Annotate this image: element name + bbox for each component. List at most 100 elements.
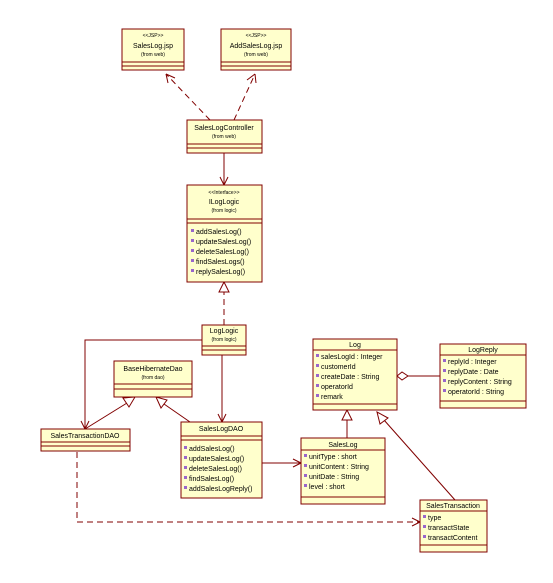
- stereotype-label: <<JSP>>: [246, 33, 267, 39]
- method: deleteSalesLog(): [189, 466, 242, 473]
- attribute: operatorId : String: [448, 389, 504, 396]
- attribute: createDate : String: [321, 374, 379, 381]
- class-basehibernatedao[interactable]: BaseHibernateDao (from dao): [113, 360, 193, 398]
- method: updateSalesLog(): [189, 456, 244, 463]
- class-name: AddSalesLog.jsp: [230, 43, 283, 50]
- class-name: ILogLogic: [209, 199, 240, 206]
- attribute: salesLogId : Integer: [321, 354, 383, 361]
- class-logreply[interactable]: LogReply replyId : Integer replyDate : D…: [439, 343, 527, 409]
- attribute: type: [428, 515, 441, 522]
- edge-saleslog-extends-log: [341, 408, 353, 438]
- class-name: Log: [349, 342, 361, 349]
- attribute-icon: [304, 464, 307, 467]
- method: addSalesLogReply(): [189, 486, 252, 493]
- attribute: customerId: [321, 364, 356, 371]
- class-iloglogic[interactable]: <<Interface>> ILogLogic (from logic) add…: [186, 184, 263, 283]
- attribute: operatorId: [321, 384, 353, 391]
- attribute-list: unitType : short unitContent : String un…: [304, 454, 369, 491]
- class-salestransaction[interactable]: SalesTransaction type transactState tran…: [419, 499, 488, 553]
- method-icon: [191, 229, 194, 232]
- attribute-icon: [443, 379, 446, 382]
- edge-controller-to-iloglogic: [219, 153, 229, 186]
- class-saleslog[interactable]: SalesLog unitType : short unitContent : …: [300, 437, 386, 505]
- stereotype-label: <<JSP>>: [143, 33, 164, 39]
- attribute: replyId : Integer: [448, 359, 497, 366]
- class-name: SalesLog: [328, 442, 357, 449]
- attribute: level : short: [309, 484, 345, 491]
- package-label: (from logic): [211, 208, 236, 214]
- edge-controller-to-saleslog-jsp: [165, 73, 211, 121]
- method-list: addSalesLog() updateSalesLog() deleteSal…: [184, 446, 252, 493]
- package-label: (from web): [212, 134, 236, 140]
- method-list: addSalesLog() updateSalesLog() deleteSal…: [191, 229, 251, 276]
- method: findSalesLogs(): [196, 259, 245, 266]
- attribute-icon: [316, 364, 319, 367]
- class-name: LogReply: [468, 347, 498, 354]
- method-icon: [184, 476, 187, 479]
- class-name: SalesTransaction: [426, 503, 480, 510]
- edge-loglogic-to-salestransactiondao: [80, 339, 202, 430]
- class-name: SalesLogDAO: [199, 426, 244, 433]
- method-icon: [191, 249, 194, 252]
- class-loglogic[interactable]: LogLogic (from logic): [201, 324, 247, 356]
- attribute-icon: [316, 394, 319, 397]
- package-label: (from dao): [141, 375, 164, 381]
- attribute-icon: [316, 384, 319, 387]
- edge-salestransactiondao-extends-basehibernatedao: [84, 396, 136, 430]
- method: deleteSalesLog(): [196, 249, 249, 256]
- method: addSalesLog(): [189, 446, 235, 453]
- class-salestransactiondao[interactable]: SalesTransactionDAO: [40, 428, 131, 452]
- attribute-icon: [423, 515, 426, 518]
- method-icon: [184, 486, 187, 489]
- method-icon: [191, 259, 194, 262]
- attribute-list: salesLogId : Integer customerId createDa…: [316, 354, 383, 401]
- method-icon: [191, 269, 194, 272]
- class-name: SalesTransactionDAO: [51, 433, 121, 440]
- class-saleslogcontroller[interactable]: SalesLogController (from web): [186, 119, 263, 154]
- attribute-list: replyId : Integer replyDate : Date reply…: [443, 359, 512, 396]
- class-name: SalesLogController: [194, 125, 254, 132]
- edge-salestransactiondao-to-salestransaction: [76, 442, 421, 527]
- attribute-icon: [316, 374, 319, 377]
- attribute-icon: [443, 359, 446, 362]
- attribute: unitDate : String: [309, 474, 359, 481]
- edge-log-aggregates-logreply: [396, 371, 440, 381]
- package-label: (from logic): [211, 337, 236, 343]
- attribute-icon: [316, 354, 319, 357]
- attribute: replyContent : String: [448, 379, 512, 386]
- method-icon: [184, 446, 187, 449]
- package-label: (from web): [244, 52, 268, 58]
- attribute: unitType : short: [309, 454, 357, 461]
- class-name: SalesLog.jsp: [133, 43, 173, 50]
- edge-saleslogdao-to-saleslog: [262, 458, 302, 468]
- attribute-list: type transactState transactContent: [423, 515, 477, 542]
- method-icon: [191, 239, 194, 242]
- class-saleslogdao[interactable]: SalesLogDAO addSalesLog() updateSalesLog…: [180, 421, 263, 499]
- attribute: transactContent: [428, 535, 477, 542]
- edge-controller-to-addsaleslog-jsp: [233, 73, 257, 121]
- class-addsaleslog-jsp[interactable]: <<JSP>> AddSalesLog.jsp (from web): [220, 28, 292, 71]
- stereotype-label: <<Interface>>: [208, 190, 239, 196]
- attribute-icon: [423, 535, 426, 538]
- edge-saleslogdao-extends-basehibernatedao: [155, 396, 191, 423]
- attribute-icon: [304, 454, 307, 457]
- attribute-icon: [443, 369, 446, 372]
- attribute: transactState: [428, 525, 469, 532]
- attribute: remark: [321, 394, 343, 401]
- attribute-icon: [443, 389, 446, 392]
- attribute-icon: [304, 474, 307, 477]
- method: replySalesLog(): [196, 269, 245, 276]
- method: updateSalesLog(): [196, 239, 251, 246]
- method-icon: [184, 456, 187, 459]
- package-label: (from web): [141, 52, 165, 58]
- relationships: [76, 73, 456, 527]
- class-saleslog-jsp[interactable]: <<JSP>> SalesLog.jsp (from web): [121, 28, 185, 71]
- attribute: replyDate : Date: [448, 369, 499, 376]
- attribute-icon: [304, 484, 307, 487]
- attribute-icon: [423, 525, 426, 528]
- method: addSalesLog(): [196, 229, 242, 236]
- class-log[interactable]: Log salesLogId : Integer customerId crea…: [312, 338, 398, 411]
- edge-loglogic-realizes-iloglogic: [218, 280, 230, 325]
- edge-salestransaction-extends-log: [376, 411, 456, 501]
